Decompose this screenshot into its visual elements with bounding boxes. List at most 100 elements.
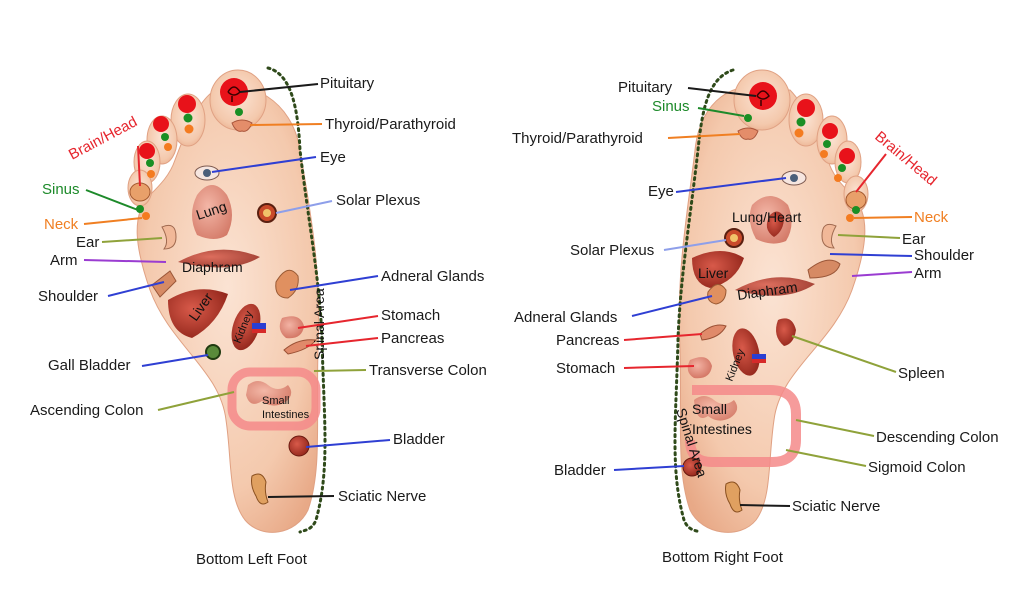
- right-stomach-icon: [687, 357, 712, 379]
- left-shoulder-leader: [107, 281, 165, 297]
- right-shoulder-text: Shoulder: [914, 247, 974, 264]
- right-caption: Bottom Right Foot: [662, 549, 784, 566]
- left-solar-plexus-text: Solar Plexus: [336, 192, 420, 209]
- left-lung-icon: [192, 185, 232, 239]
- left-brain-leader: [137, 145, 141, 187]
- right-thyroid-leader: [667, 133, 741, 139]
- right-spinal-line: [673, 68, 735, 534]
- right-neck-dot-2: [820, 150, 828, 158]
- left-shoulder-text: Shoulder: [38, 288, 98, 305]
- right-pancreas-leader: [623, 333, 703, 341]
- right-pancreas-icon: [699, 324, 727, 341]
- right-solar-plexus-text: Solar Plexus: [570, 242, 654, 259]
- right-eye-text: Eye: [648, 183, 674, 200]
- left-transverse-leader: [313, 369, 367, 372]
- right-brain-dot-3: [839, 148, 855, 164]
- right-pituitary-leader: [687, 87, 757, 97]
- left-pituitary-leader: [239, 83, 319, 93]
- right-brain-dot-1: [797, 99, 815, 117]
- left-foot-sole: [136, 86, 320, 533]
- right-thyroid-icon: [737, 127, 759, 140]
- right-colon-band: [685, 385, 801, 467]
- right-arm-text: Arm: [914, 265, 942, 282]
- left-thyroid-icon: [231, 119, 253, 132]
- left-adrenal-leader: [289, 275, 379, 291]
- right-kidney-vessel: [752, 354, 766, 359]
- right-spleen-leader: [791, 335, 897, 373]
- right-small-intestine-icon: [694, 396, 738, 421]
- left-stomach-leader: [297, 315, 379, 329]
- right-adrenal-icon: [707, 284, 727, 305]
- right-kidney-artery: [752, 359, 766, 363]
- right-stomach-leader: [623, 365, 695, 369]
- left-kidney-icon: [231, 303, 261, 351]
- right-solar-plexus-leader: [663, 239, 727, 251]
- left-transverse-text: Transverse Colon: [369, 362, 487, 379]
- left-gall-bladder-icon: [205, 344, 221, 360]
- right-brain-leader: [855, 153, 887, 193]
- right-kidney-icon: [732, 328, 760, 376]
- right-pituitary-dot: [749, 82, 777, 110]
- right-heart-icon: [766, 211, 784, 237]
- left-brain-dot-1: [178, 95, 196, 113]
- right-sinus-dot-2: [823, 140, 831, 148]
- left-sinus-text: Sinus: [42, 181, 80, 198]
- left-neck-dot-2: [164, 143, 172, 151]
- right-descending-leader: [795, 419, 875, 437]
- right-foot: Lung/Heart Liver Diaphram Kidney Small I…: [673, 68, 869, 534]
- left-neck-dot-1: [184, 124, 194, 134]
- left-eye-iris: [203, 169, 211, 177]
- left-kidney-vessel: [252, 323, 266, 329]
- right-small-int-label-2: Intestines: [692, 421, 752, 437]
- right-neck-text: Neck: [914, 209, 949, 226]
- left-gall-bladder-text: Gall Bladder: [48, 357, 131, 374]
- right-liver-label: Liver: [698, 265, 729, 281]
- left-thyroid-green-dot: [235, 108, 243, 116]
- right-pituitary-icon: [756, 90, 770, 106]
- left-pituitary-dot: [220, 78, 248, 106]
- left-brain-dot-2: [153, 116, 169, 132]
- left-ear-text: Ear: [76, 234, 99, 251]
- left-eye-text: Eye: [320, 149, 346, 166]
- left-pancreas-icon: [283, 339, 317, 355]
- right-pituitary-text: Pituitary: [618, 79, 673, 96]
- right-neck-dot-3: [834, 174, 842, 182]
- left-sinus-dot-1: [183, 113, 193, 123]
- left-pancreas-text: Pancreas: [381, 330, 444, 347]
- right-brain-dot-2: [822, 123, 838, 139]
- right-eye-iris: [790, 174, 798, 182]
- left-bladder-text: Bladder: [393, 431, 445, 448]
- right-sinus-text: Sinus: [652, 98, 690, 115]
- left-stomach-text: Stomach: [381, 307, 440, 324]
- left-neck-leader: [83, 217, 143, 225]
- left-sciatic-icon: [251, 473, 269, 505]
- right-shoulder-leader: [829, 253, 913, 257]
- left-sciatic-leader: [267, 495, 335, 498]
- right-ear-text: Ear: [902, 231, 925, 248]
- left-small-int-label-2: Intestines: [262, 409, 310, 421]
- right-liver-icon: [692, 251, 744, 288]
- left-gall-bladder-leader: [141, 354, 209, 367]
- right-spleen-icon: [776, 318, 796, 346]
- left-adrenal-text: Adneral Glands: [381, 268, 484, 285]
- left-sinus-dot-3: [146, 159, 154, 167]
- left-ascending-leader: [157, 391, 235, 411]
- left-diaphragm-label: Diaphram: [182, 259, 243, 275]
- right-pancreas-text: Pancreas: [556, 332, 619, 349]
- left-foot: Lung Diaphram Liver Kidney Small Intesti…: [127, 66, 327, 534]
- right-lung-heart-label: Lung/Heart: [732, 209, 801, 225]
- right-sigmoid-leader: [785, 449, 867, 467]
- right-bladder-leader: [613, 465, 685, 471]
- left-brain-dot-3: [139, 143, 155, 159]
- right-neck-dot-5: [846, 214, 854, 222]
- right-diaphragm-icon: [735, 277, 815, 296]
- right-solar-plexus-core: [730, 234, 738, 242]
- right-ear-icon: [821, 223, 837, 249]
- right-sigmoid-text: Sigmoid Colon: [868, 459, 966, 476]
- left-arm-leader: [83, 259, 167, 263]
- right-sinus-dot-3: [838, 164, 846, 172]
- left-caption: Bottom Left Foot: [196, 551, 308, 568]
- left-neck-dot-5: [142, 212, 150, 220]
- right-sinus-dot-5: [852, 206, 860, 214]
- left-thyroid-text: Thyroid/Parathyroid: [325, 116, 456, 133]
